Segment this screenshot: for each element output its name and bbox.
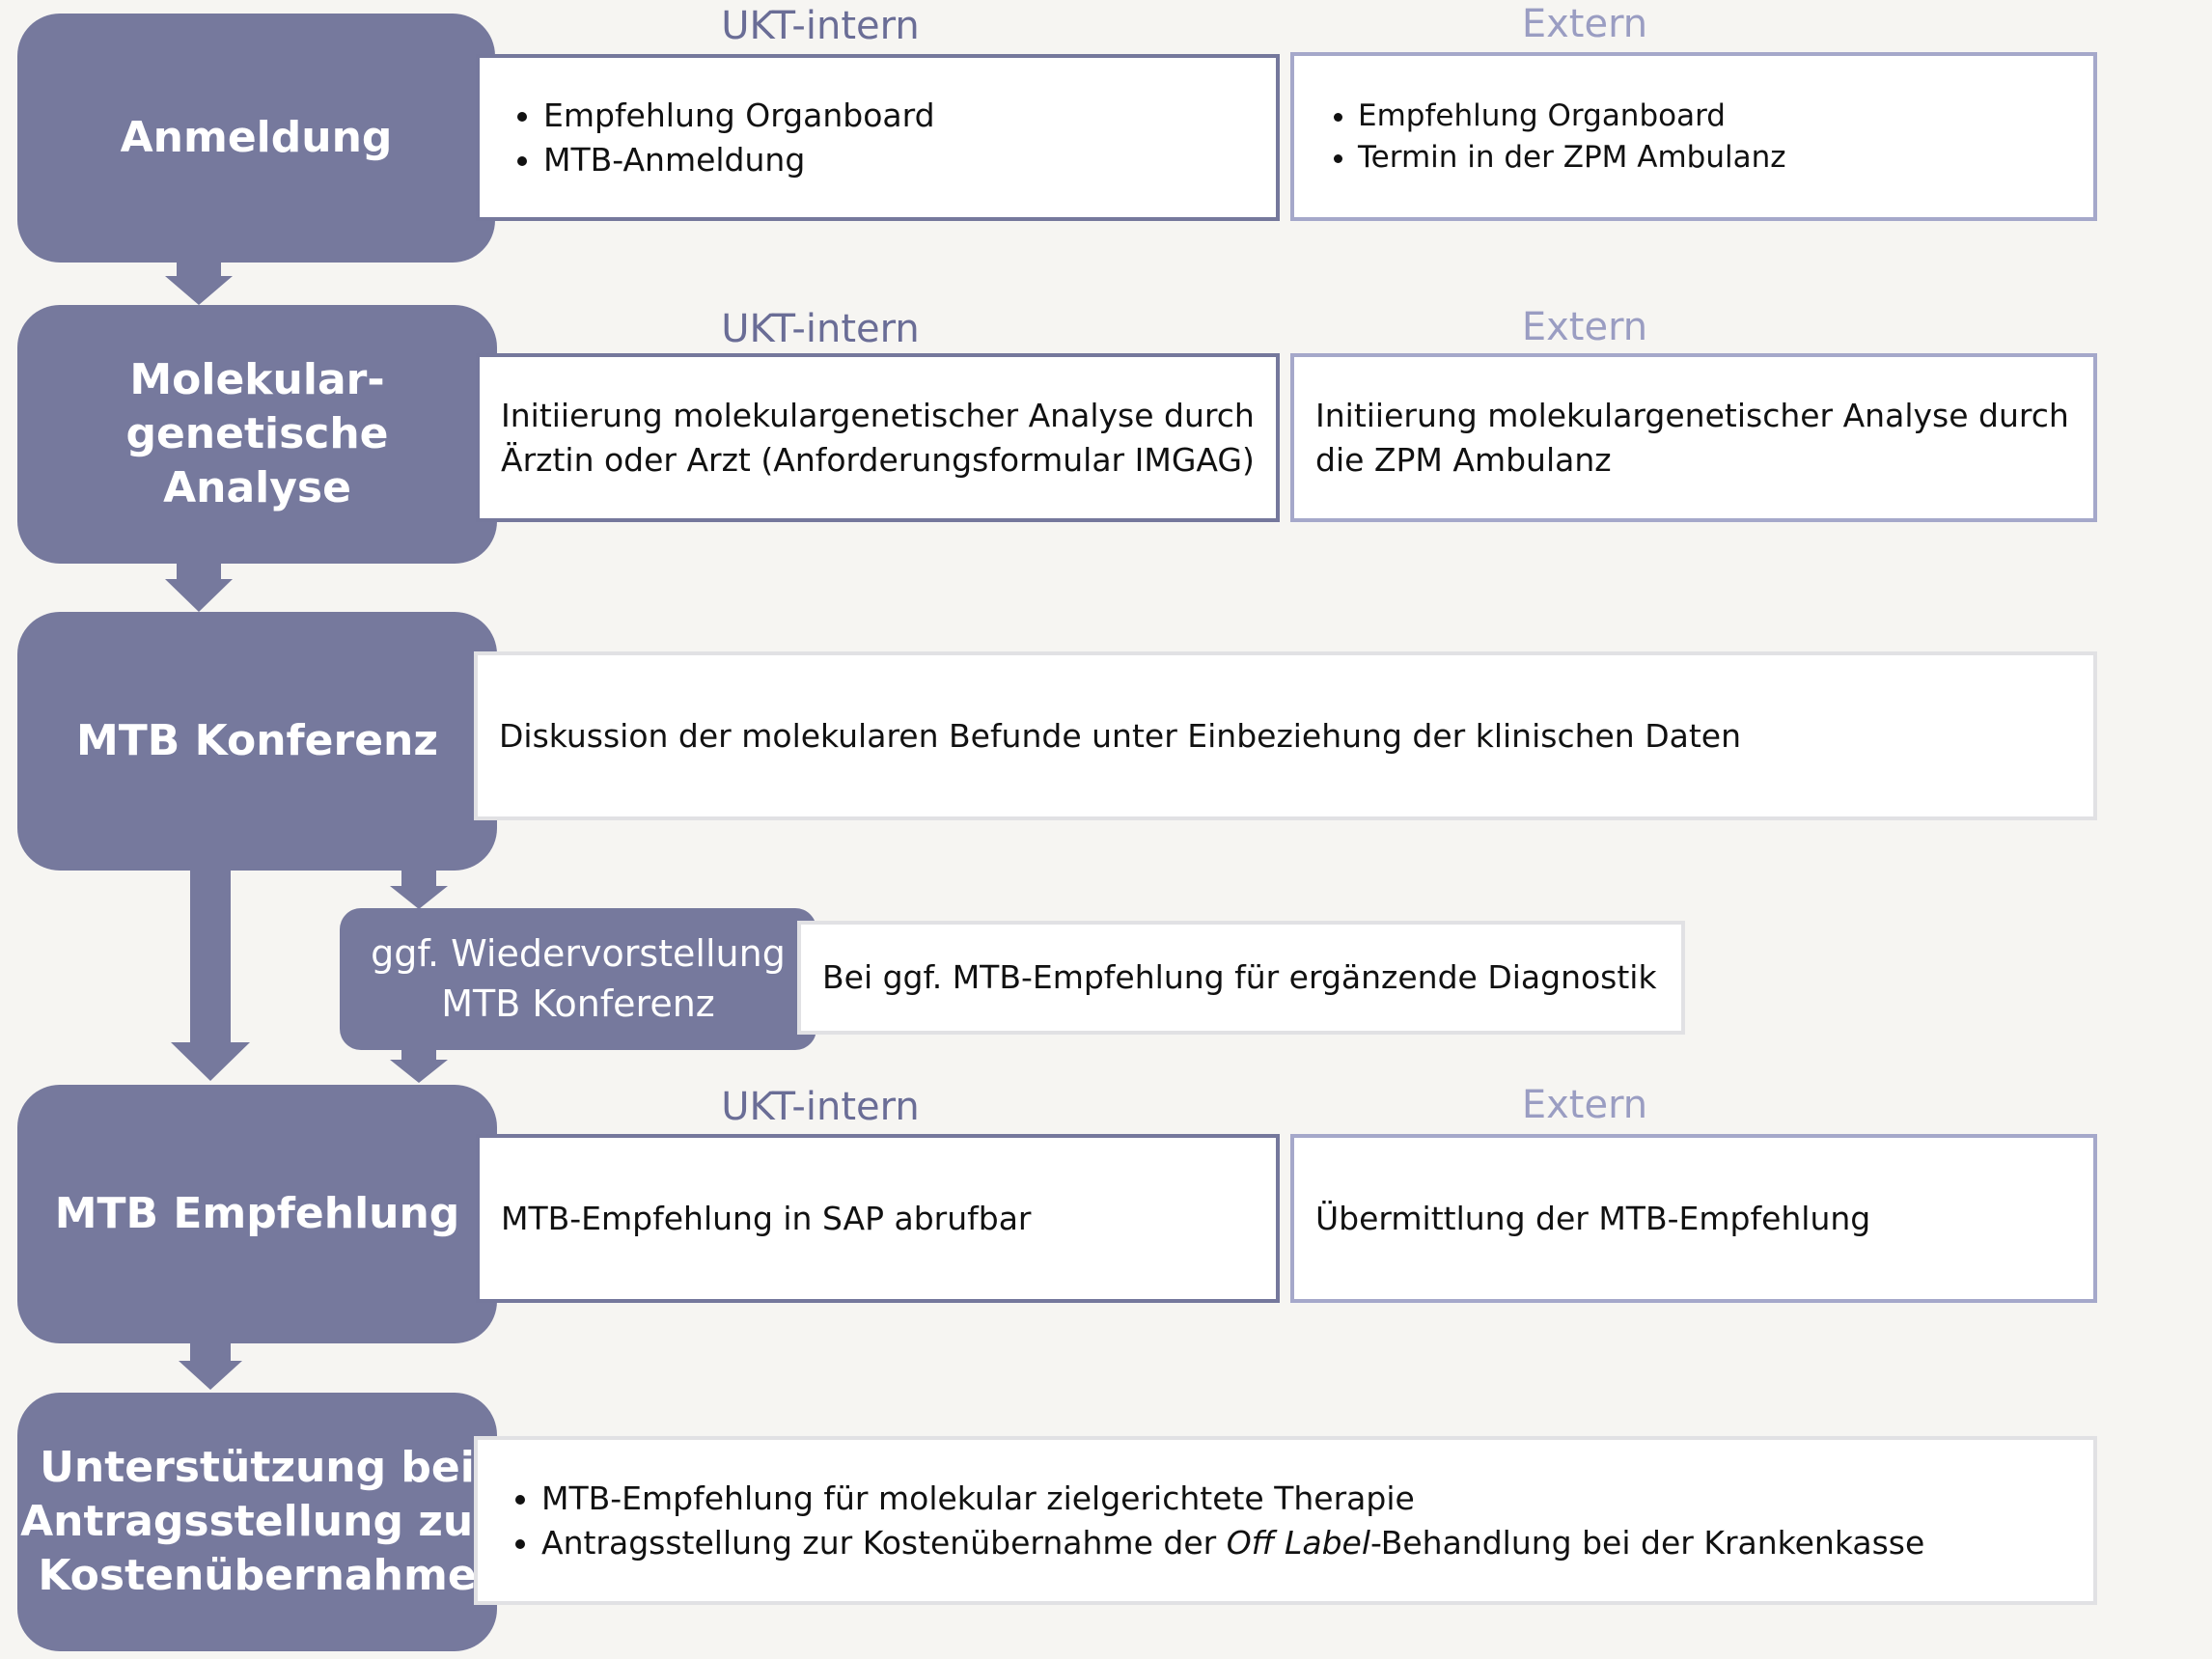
list-antrag: MTB-Empfehlung für molekular zielgericht… (499, 1477, 2076, 1564)
list-item: Empfehlung Organboard (1358, 96, 2076, 137)
label-ukt-intern-analyse: UKT-intern (721, 307, 920, 351)
step-anmeldung-title: Anmeldung (120, 112, 393, 162)
step-antrag-title: Unterstützung bei Antragsstellung zur Ko… (20, 1441, 494, 1604)
label-ukt-intern-empfehlung: UKT-intern (721, 1085, 920, 1129)
text-konferenz: Diskussion der molekularen Befunde unter… (499, 716, 1741, 755)
step-analyse-title: Molekular- genetische Analyse (125, 353, 388, 516)
box-empfehlung-intern: MTB-Empfehlung in SAP abrufbar (476, 1134, 1280, 1303)
text-empfehlung-extern: Übermittlung der MTB-Empfehlung (1315, 1199, 1871, 1237)
step-wiedervorstellung-title-line: MTB Konferenz (441, 982, 715, 1025)
arrow-wiedervorstellung-to-empfehlung (390, 1048, 448, 1083)
box-empfehlung-extern: Übermittlung der MTB-Empfehlung (1290, 1134, 2097, 1303)
arrow-konferenz-to-empfehlung (171, 869, 250, 1081)
step-anmeldung: Anmeldung (17, 14, 495, 263)
step-analyse-title-line: Molekular- (129, 354, 385, 404)
step-antrag-title-line: Kostenübernahme (38, 1551, 477, 1601)
arrow-analyse-to-konferenz (165, 562, 233, 612)
list-item: Termin in der ZPM Ambulanz (1358, 137, 2076, 179)
list-item: MTB-Anmeldung (543, 138, 1258, 182)
step-molekulargenetische-analyse: Molekular- genetische Analyse (17, 305, 497, 564)
step-wiedervorstellung: ggf. Wiedervorstellung MTB Konferenz (340, 908, 816, 1050)
label-extern-empfehlung: Extern (1521, 1083, 1648, 1127)
step-wiedervorstellung-title-line: ggf. Wiedervorstellung (371, 932, 786, 976)
step-mtb-konferenz: MTB Konferenz (17, 612, 497, 871)
text-empfehlung-intern: MTB-Empfehlung in SAP abrufbar (501, 1199, 1032, 1237)
box-analyse-extern: Initiierung molekulargenetischer Analyse… (1290, 353, 2097, 522)
list-anmeldung-extern: Empfehlung Organboard Termin in der ZPM … (1315, 96, 2076, 179)
text-wiedervorstellung: Bei ggf. MTB-Empfehlung für ergänzende D… (822, 958, 1657, 997)
list-item-text-after: -Behandlung bei der Krankenkasse (1370, 1523, 1925, 1562)
box-antrag: MTB-Empfehlung für molekular zielgericht… (474, 1436, 2097, 1605)
step-empfehlung-title: MTB Empfehlung (54, 1188, 460, 1238)
list-item-text-before: Antragsstellung zur Kostenübernahme der (541, 1523, 1227, 1562)
list-anmeldung-intern: Empfehlung Organboard MTB-Anmeldung (501, 94, 1258, 181)
step-antrag-title-line: Antragsstellung zur (20, 1496, 494, 1546)
box-analyse-intern: Initiierung molekulargenetischer Analyse… (476, 353, 1280, 522)
step-wiedervorstellung-title: ggf. Wiedervorstellung MTB Konferenz (371, 929, 786, 1029)
label-extern-analyse: Extern (1521, 305, 1648, 349)
arrow-anmeldung-to-analyse (165, 261, 233, 305)
step-analyse-title-line: genetische (125, 408, 389, 458)
step-analyse-title-line: Analyse (163, 463, 351, 513)
box-anmeldung-extern: Empfehlung Organboard Termin in der ZPM … (1290, 52, 2097, 221)
step-mtb-empfehlung: MTB Empfehlung (17, 1085, 497, 1343)
text-analyse-intern: Initiierung molekulargenetischer Analyse… (501, 396, 1255, 479)
box-anmeldung-intern: Empfehlung Organboard MTB-Anmeldung (476, 54, 1280, 221)
box-wiedervorstellung: Bei ggf. MTB-Empfehlung für ergänzende D… (797, 921, 1685, 1035)
arrow-empfehlung-to-antrag (179, 1341, 242, 1390)
list-item: MTB-Empfehlung für molekular zielgericht… (541, 1477, 2076, 1521)
label-extern-anmeldung: Extern (1521, 2, 1648, 46)
step-konferenz-title: MTB Konferenz (76, 715, 438, 765)
list-item: Antragsstellung zur Kostenübernahme der … (541, 1521, 2076, 1565)
label-ukt-intern-anmeldung: UKT-intern (721, 4, 920, 48)
off-label-italic: Off Label (1226, 1523, 1370, 1562)
text-analyse-extern: Initiierung molekulargenetischer Analyse… (1315, 396, 2069, 479)
step-unterstuetzung-antragsstellung: Unterstützung bei Antragsstellung zur Ko… (17, 1393, 497, 1651)
list-item: Empfehlung Organboard (543, 94, 1258, 138)
arrow-konferenz-to-wiedervorstellung (390, 869, 448, 909)
box-konferenz: Diskussion der molekularen Befunde unter… (474, 651, 2097, 820)
step-antrag-title-line: Unterstützung bei (40, 1442, 475, 1492)
